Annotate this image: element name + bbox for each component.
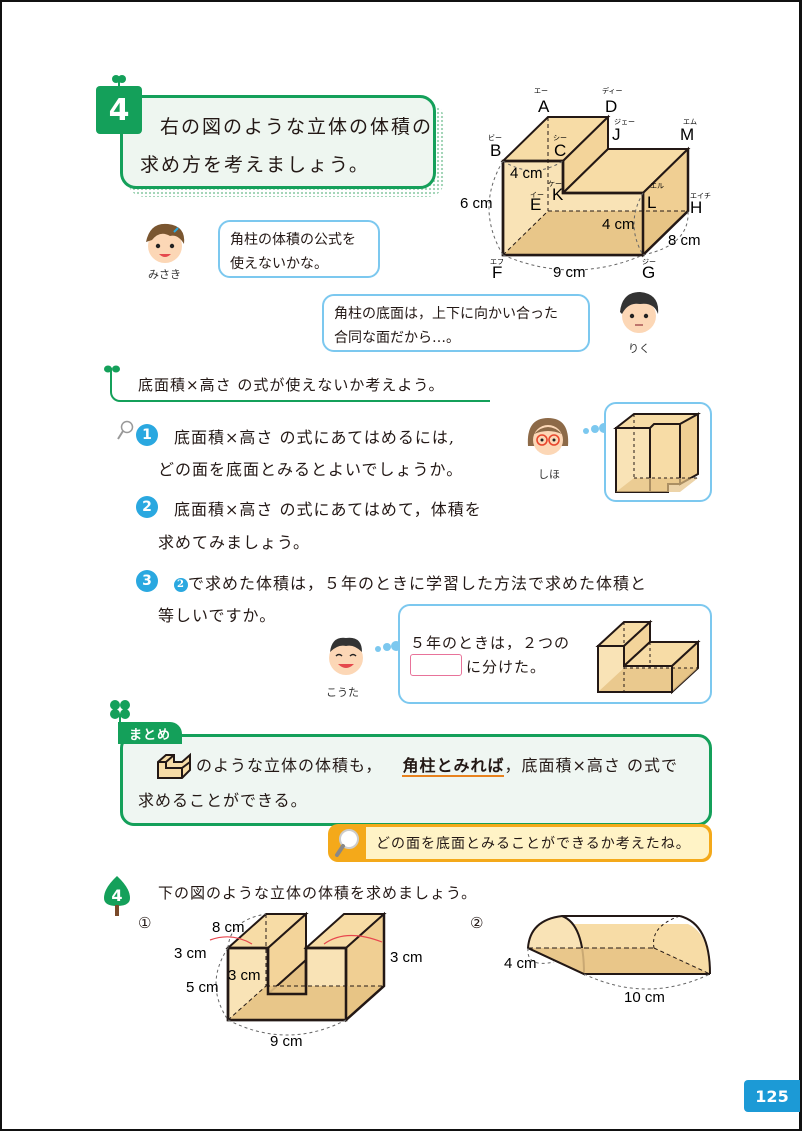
question-2-number: 2 xyxy=(136,496,158,518)
riku-line2: 合同な面だから…。 xyxy=(334,330,460,346)
magnifier-icon xyxy=(335,829,359,857)
svg-text:4 cm: 4 cm xyxy=(504,955,537,972)
misaki-speech-bubble: 角柱の体積の公式を 使えないかな。 xyxy=(218,220,380,278)
svg-text:エフ: エフ xyxy=(490,258,504,266)
svg-text:9 cm: 9 cm xyxy=(270,1033,303,1050)
misaki-name: みさき xyxy=(148,268,181,281)
vertex-F: F xyxy=(492,263,502,282)
svg-text:エイチ: エイチ xyxy=(690,192,711,200)
svg-text:エー: エー xyxy=(534,88,548,95)
svg-text:4: 4 xyxy=(111,886,122,905)
summary-line1: のような立体の体積も， 角柱とみれば，底面積×高さ の式で xyxy=(196,756,678,777)
summary-tab: まとめ xyxy=(118,722,182,744)
guide-text: 底面積×高さ の式が使えないか考えよう。 xyxy=(138,376,445,394)
riku-avatar xyxy=(620,292,659,333)
vertex-D: D xyxy=(605,97,617,116)
practice-text: 下の図のような立体の体積を求めましょう。 xyxy=(158,884,478,902)
split-solid-figure xyxy=(595,619,701,695)
svg-text:8 cm: 8 cm xyxy=(212,919,245,936)
svg-text:ジー: ジー xyxy=(642,259,656,266)
u-shaped-solid-figure: 8 cm 3 cm 3 cm 3 cm 5 cm 9 cm xyxy=(174,911,423,1050)
figure-2-label: ② xyxy=(470,914,484,932)
svg-text:4 cm: 4 cm xyxy=(602,216,635,233)
riku-line1: 角柱の底面は，上下に向かい合った xyxy=(334,306,558,322)
clover-icon xyxy=(110,700,130,724)
svg-text:シー: シー xyxy=(553,135,567,142)
riku-speech-bubble: 角柱の底面は，上下に向かい合った 合同な面だから…。 xyxy=(322,294,590,352)
svg-text:8 cm: 8 cm xyxy=(668,232,701,249)
upright-prism-figure xyxy=(613,412,701,493)
hint-text: どの面を底面とみることができるか考えたね。 xyxy=(366,827,709,859)
thought-dots-icon xyxy=(375,641,398,652)
question-3-number: 3 xyxy=(136,570,158,592)
svg-text:9 cm: 9 cm xyxy=(553,264,586,281)
svg-text:10 cm: 10 cm xyxy=(624,989,665,1006)
svg-text:ジェー: ジェー xyxy=(614,119,635,126)
misaki-line2: 使えないかな。 xyxy=(230,256,328,272)
summary-keyword: 角柱とみれば xyxy=(402,756,505,777)
question-2-line2: 求めてみましょう。 xyxy=(158,533,311,552)
problem-box xyxy=(120,95,436,189)
summary-line2: 求めることができる。 xyxy=(138,791,308,810)
problem-text-line1: 右の図のような立体の体積の xyxy=(160,116,434,138)
kouta-line1: ５年のときは，２つの xyxy=(410,634,571,652)
magnifier-icon xyxy=(117,420,134,440)
svg-text:3 cm: 3 cm xyxy=(228,967,261,984)
svg-text:イー: イー xyxy=(530,192,544,199)
vertex-H: H xyxy=(690,198,702,217)
kouta-avatar xyxy=(329,637,363,675)
kouta-line2: に分けた。 xyxy=(466,658,547,676)
question-1-number: 1 xyxy=(136,424,158,446)
figure-1-label: ① xyxy=(138,914,152,932)
problem-number-badge: 4 xyxy=(96,86,142,134)
vertex-K: K xyxy=(552,185,564,204)
svg-text:エム: エム xyxy=(683,118,697,126)
question-1-line2: どの面を底面とみるとよいでしょうか。 xyxy=(158,460,464,479)
question-2-reference: 2 xyxy=(174,577,188,592)
svg-text:ケー: ケー xyxy=(548,180,562,188)
l-shaped-solid-figure: A D J M B C K E L H F G エー ディー ジェー エム ビー… xyxy=(460,86,711,282)
vertex-C: C xyxy=(554,141,566,160)
vertex-B: B xyxy=(490,141,501,160)
svg-text:4 cm: 4 cm xyxy=(510,165,543,182)
vertex-G: G xyxy=(642,263,655,282)
svg-text:6 cm: 6 cm xyxy=(460,195,493,212)
question-1-line1: 底面積×高さ の式にあてはめるには, xyxy=(174,428,455,447)
vertex-A: A xyxy=(538,97,550,116)
misaki-line1: 角柱の体積の公式を xyxy=(230,232,356,248)
svg-text:ディー: ディー xyxy=(602,86,623,95)
vertex-E: E xyxy=(530,195,541,214)
svg-text:エル: エル xyxy=(650,183,664,190)
problem-text-line2: 求め方を考えましょう。 xyxy=(140,154,370,176)
vertex-M: M xyxy=(680,125,694,144)
kouta-name: こうた xyxy=(326,686,359,699)
answer-blank[interactable] xyxy=(410,654,462,676)
shiho-figure-box xyxy=(604,402,712,502)
guide-underline xyxy=(110,368,490,402)
misaki-avatar xyxy=(146,223,185,263)
question-3-line2: 等しいですか。 xyxy=(158,606,277,625)
shiho-avatar xyxy=(527,418,569,455)
page-number: 125 xyxy=(744,1080,800,1112)
question-2-line1: 底面積×高さ の式にあてはめて，体積を xyxy=(174,500,482,519)
svg-text:5 cm: 5 cm xyxy=(186,979,219,996)
vertex-J: J xyxy=(612,125,621,144)
svg-text:3 cm: 3 cm xyxy=(174,945,207,962)
tree-badge-icon: 4 xyxy=(104,876,130,916)
summary-box xyxy=(120,734,712,826)
half-cylinder-figure: 4 cm 10 cm xyxy=(504,914,711,1006)
l-solid-icon xyxy=(157,752,191,779)
thought-dots-icon xyxy=(583,423,606,434)
svg-text:3 cm: 3 cm xyxy=(390,949,423,966)
vertex-L: L xyxy=(647,193,656,212)
shiho-name: しほ xyxy=(538,468,560,481)
svg-text:ビー: ビー xyxy=(488,133,502,142)
sprout-icon xyxy=(112,75,126,88)
riku-name: りく xyxy=(628,342,650,355)
